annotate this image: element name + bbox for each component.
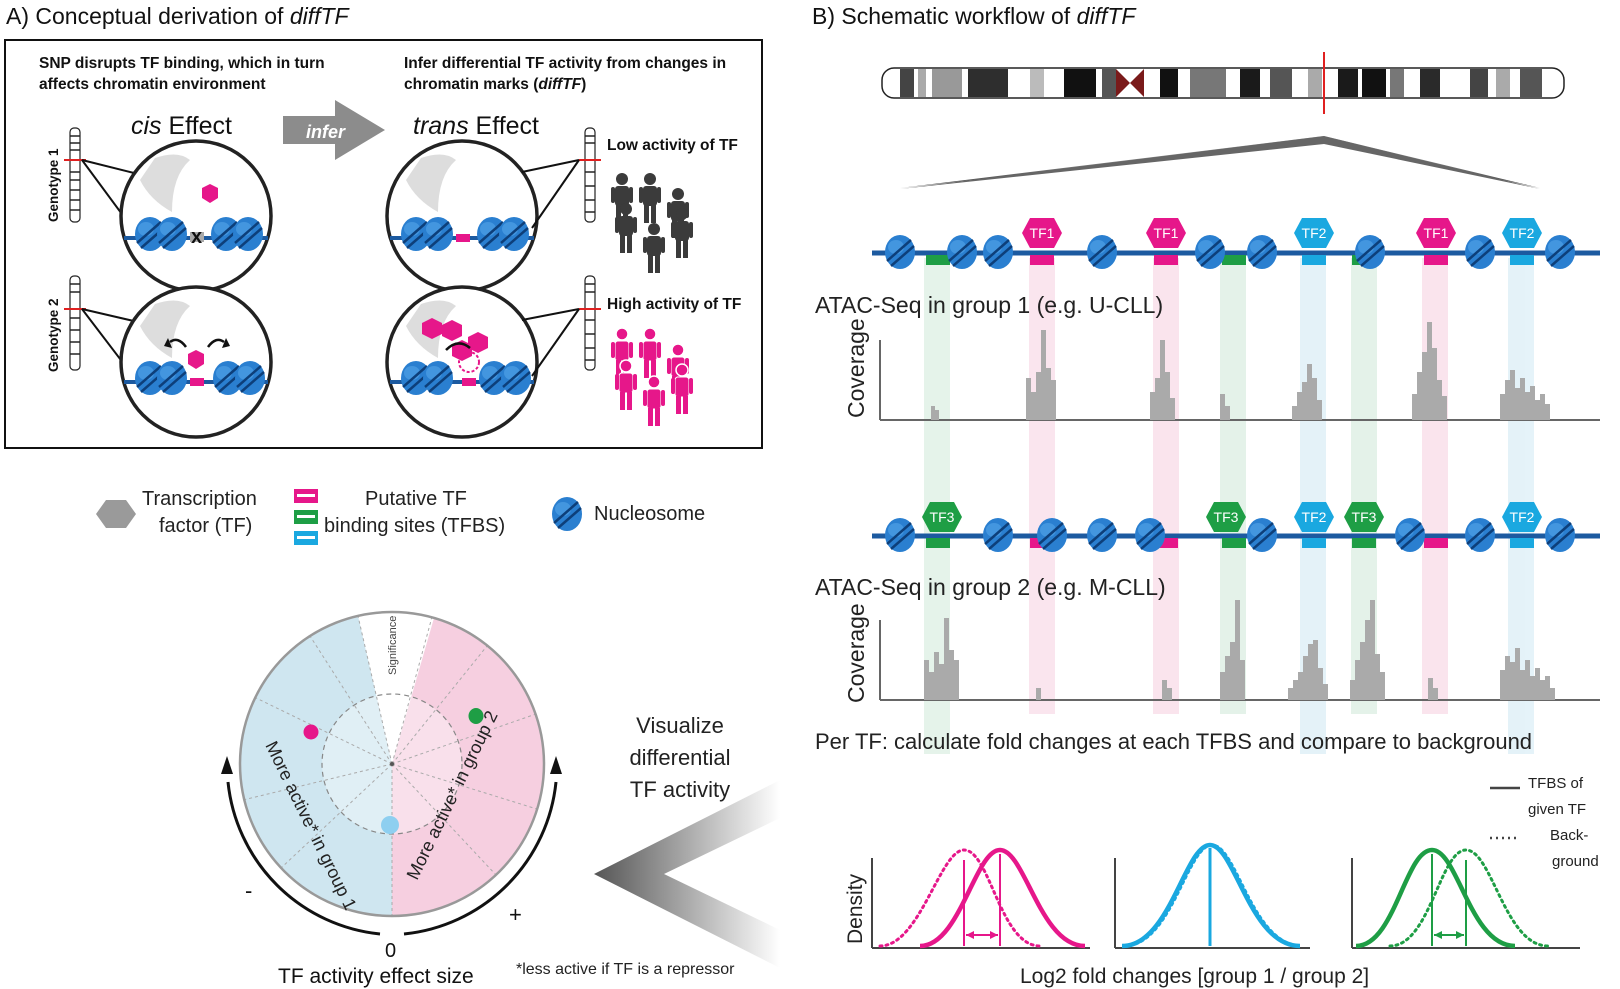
- chromosome-small-icon: [579, 127, 601, 223]
- high-activity-label: High activity of TF: [607, 296, 741, 313]
- track2-tf-4: TF3: [1352, 509, 1377, 525]
- chevron-left-icon: [594, 780, 780, 968]
- chromosome-small-icon: [64, 275, 86, 371]
- legend-nucleosome: Nucleosome: [594, 503, 705, 525]
- people-gray-icon: [611, 173, 693, 273]
- footnote: *less active if TF is a repressor: [516, 961, 735, 978]
- density-plot-1: [871, 847, 1090, 949]
- low-activity-label: Low activity of TF: [607, 137, 738, 154]
- zoom-wedge: [900, 136, 1540, 188]
- zero-label: 0: [385, 940, 396, 962]
- density-plot-2: [1114, 842, 1310, 949]
- legend-tf-line2: factor (TF): [159, 515, 252, 537]
- dna-track-1: TF1 TF1 TF2 TF1 TF2: [872, 218, 1600, 271]
- track2-tf-2: TF3: [1214, 509, 1239, 525]
- infer-arrow-icon: infer: [283, 100, 385, 160]
- legend-dotted-line2: ground: [1552, 853, 1599, 870]
- minus-label: -: [245, 878, 252, 903]
- track1-tf-3: TF2: [1302, 225, 1327, 241]
- coverage-track-1: [879, 322, 1600, 421]
- people-pink-icon: [610, 327, 694, 427]
- legend-tf-line1: Transcription: [142, 488, 257, 510]
- track2-tf-5: TF2: [1510, 509, 1535, 525]
- legend-solid-line2: given TF: [1528, 801, 1586, 818]
- left-heading-line1: SNP disrupts TF binding, which in turn: [39, 55, 325, 72]
- tf3-point: [468, 708, 484, 724]
- cis-effect-label: cis Effect: [131, 112, 232, 140]
- visualize-line3: TF activity: [630, 777, 730, 802]
- mutation-mark: x: [191, 226, 202, 248]
- cis-genotype2-circle: [119, 285, 273, 439]
- track1-tf-4: TF1: [1424, 225, 1449, 241]
- chromosome-icon: [881, 52, 1565, 114]
- trans-high-circle: [385, 285, 539, 439]
- tf-hexagon-icon: [96, 500, 136, 528]
- legend-solid-line1: TFBS of: [1528, 775, 1584, 792]
- legend-tfbs-line2: binding sites (TFBS): [324, 515, 505, 537]
- infer-label: infer: [306, 122, 346, 142]
- per-tf-label: Per TF: calculate fold changes at each T…: [815, 729, 1532, 754]
- panel-a-title: A) Conceptual derivation of diffTF: [6, 3, 351, 29]
- coverage-label-2: Coverage: [843, 603, 869, 703]
- trans-effect-label: trans Effect: [413, 112, 539, 140]
- right-heading-line1: Infer differential TF activity from chan…: [404, 55, 726, 72]
- right-heading-line2: chromatin marks (diffTF): [404, 76, 586, 93]
- cis-genotype1-circle: x: [119, 139, 273, 293]
- panel-b-title: B) Schematic workflow of diffTF: [812, 3, 1137, 29]
- track1-tf-1: TF1: [1030, 225, 1055, 241]
- track2-tf-3: TF2: [1302, 509, 1327, 525]
- panel-a-frame: [4, 39, 763, 449]
- atac-group1-label: ATAC-Seq in group 1 (e.g. U-CLL): [815, 292, 1163, 318]
- plus-label: +: [509, 902, 522, 927]
- tf2-point: [381, 816, 399, 834]
- track1-tf-5: TF2: [1510, 225, 1535, 241]
- visualize-line1: Visualize: [636, 713, 724, 738]
- legend: Transcription factor (TF) Putative TF bi…: [96, 488, 705, 545]
- track1-tf-2: TF1: [1154, 225, 1179, 241]
- coverage-label-1: Coverage: [843, 318, 869, 418]
- circle-plot: Significance More active* in group 1 Mor…: [221, 610, 780, 988]
- legend-dotted-line1: Back-: [1550, 827, 1588, 844]
- panel-a: A) Conceptual derivation of diffTF SNP d…: [4, 3, 763, 449]
- panel-b: B) Schematic workflow of diffTF: [812, 3, 1600, 988]
- coverage-track-2: [879, 600, 1600, 701]
- nucleosome-icon: [550, 495, 584, 533]
- track2-tf-1: TF3: [930, 509, 955, 525]
- significance-label: Significance: [387, 616, 399, 675]
- tf1-point: [303, 724, 319, 740]
- legend-tfbs-line1: Putative TF: [365, 488, 467, 510]
- genotype1-label: Genotype 1: [46, 148, 61, 222]
- chromosome-small-icon: [579, 275, 601, 371]
- dna-track-2: TF3 TF3 TF2 TF3 TF2: [872, 502, 1600, 554]
- visualize-line2: differential: [629, 745, 730, 770]
- left-heading-line2: affects chromatin environment: [39, 76, 266, 93]
- density-plot-3: [1351, 847, 1580, 949]
- chromosome-small-icon: [64, 127, 86, 223]
- genotype2-label: Genotype 2: [46, 298, 61, 372]
- effect-size-axis-title: TF activity effect size: [278, 965, 474, 988]
- fold-change-axis-title: Log2 fold changes [group 1 / group 2]: [1020, 965, 1369, 988]
- trans-low-circle: [385, 139, 539, 293]
- density-label: Density: [844, 873, 867, 944]
- atac-group2-label: ATAC-Seq in group 2 (e.g. M-CLL): [815, 574, 1166, 600]
